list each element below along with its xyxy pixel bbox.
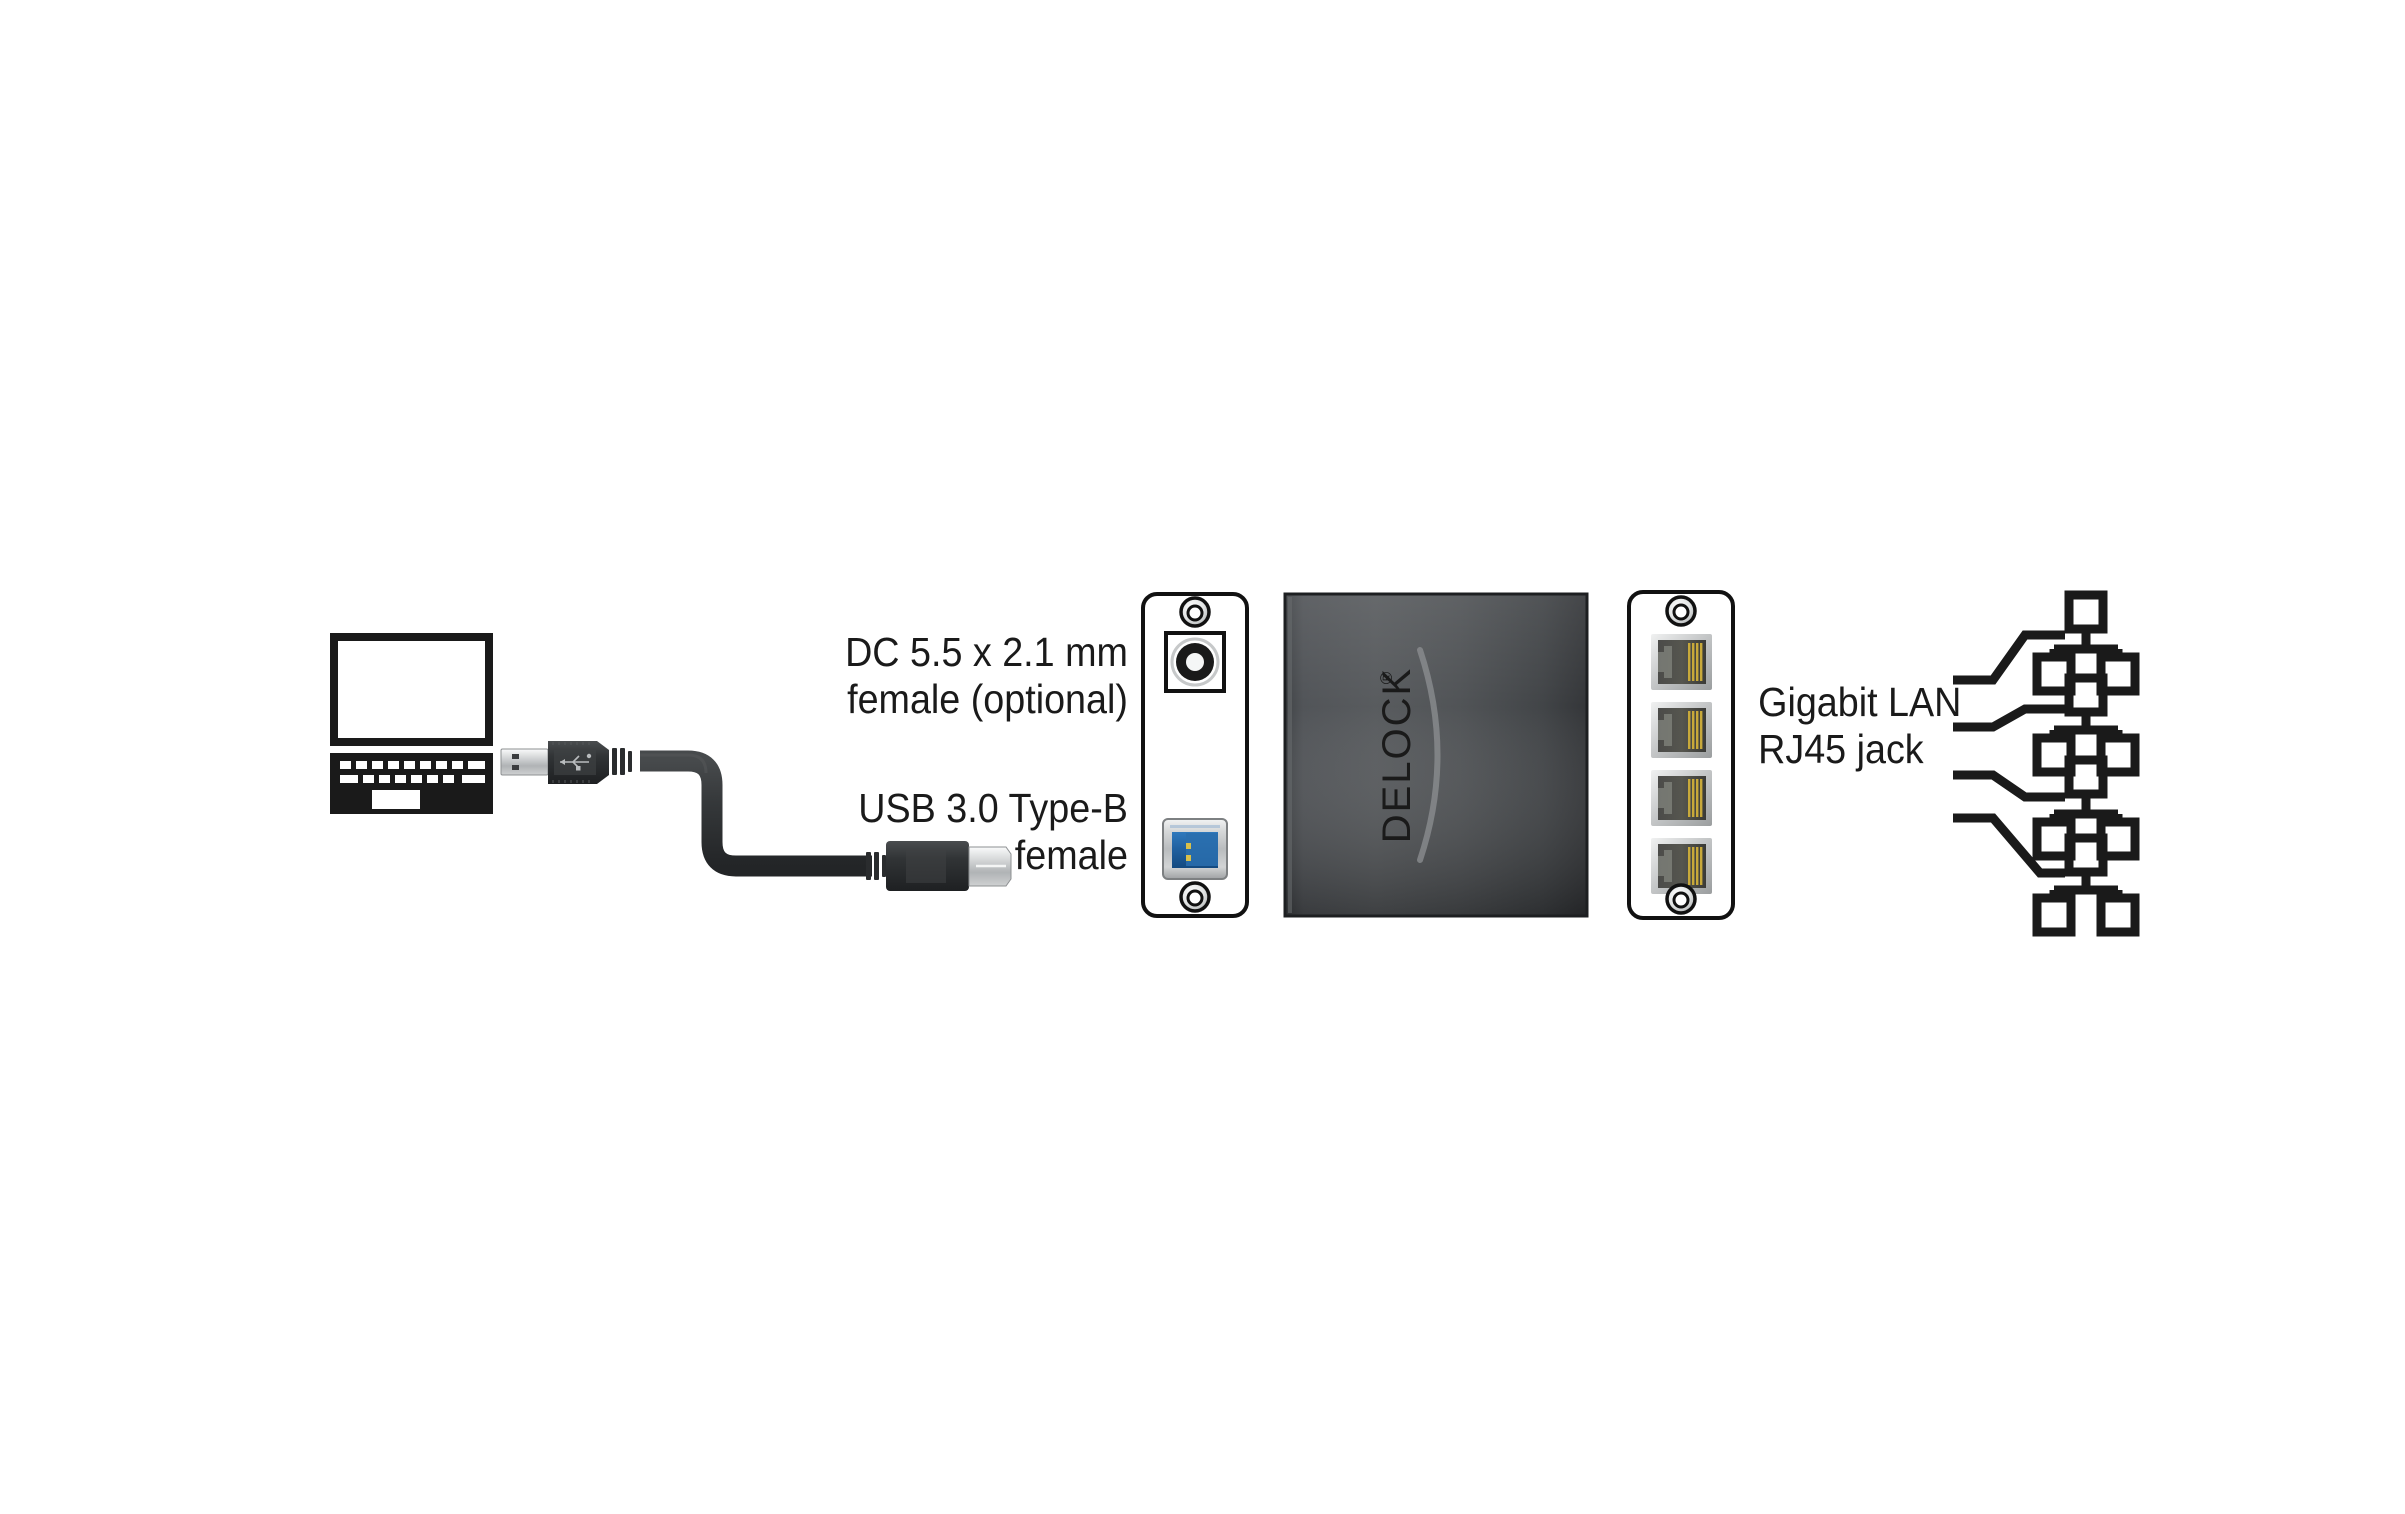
front-panel-screw-bottom bbox=[1179, 881, 1211, 913]
laptop-keyrow-1 bbox=[340, 761, 485, 769]
device-body-left-highlight bbox=[1288, 597, 1292, 913]
rear-panel-screw-top bbox=[1665, 595, 1697, 627]
leader-line-4 bbox=[1953, 813, 2065, 878]
device-front-panel bbox=[1141, 592, 1249, 918]
rj45-contacts-1 bbox=[1688, 643, 1703, 681]
rear-panel-screw-bottom bbox=[1665, 883, 1697, 915]
dc-jack-label-line2: female (optional) bbox=[847, 677, 1128, 723]
leader-line-2 bbox=[1953, 704, 2065, 732]
leader-line-1 bbox=[1953, 630, 2065, 685]
device-body-outline bbox=[1283, 592, 1589, 918]
dc-jack-label: DC 5.5 x 2.1 mm female (optional) bbox=[845, 630, 1128, 723]
usb-b-port-inner bbox=[1186, 833, 1218, 866]
lan-ports-label-line1: Gigabit LAN bbox=[1758, 680, 1961, 726]
dc-jack-port[interactable] bbox=[1164, 631, 1226, 693]
delock-wordmark: DELOCK bbox=[1375, 667, 1419, 844]
usb-3-type-b-female-port[interactable] bbox=[1162, 818, 1228, 880]
network-symbols bbox=[2032, 590, 2140, 937]
usb-port-label: USB 3.0 Type-B female bbox=[858, 786, 1128, 879]
leader-lines bbox=[1953, 630, 2065, 878]
device-rear-panel bbox=[1627, 590, 1735, 920]
front-panel-screw-top bbox=[1179, 596, 1211, 628]
usb-b-strain-relief bbox=[866, 852, 886, 880]
rj45-port-2[interactable] bbox=[1651, 702, 1712, 758]
usb-b-contact-1 bbox=[1186, 843, 1191, 849]
usb-a-metal-shell bbox=[500, 748, 549, 776]
usb-b-logo-plate bbox=[906, 849, 946, 883]
network-symbol-1 bbox=[2032, 590, 2140, 696]
laptop-screen-display bbox=[338, 641, 485, 738]
lan-ports-label: Gigabit LAN RJ45 jack bbox=[1758, 680, 1961, 773]
leader-line-3 bbox=[1953, 770, 2065, 802]
laptop-keyrow-2 bbox=[340, 775, 485, 783]
usb-port-label-line2: female bbox=[1015, 833, 1128, 879]
lan-ports-label-line2: RJ45 jack bbox=[1758, 727, 1924, 773]
network-symbol-2 bbox=[2032, 673, 2140, 777]
cable-highlight bbox=[640, 753, 708, 774]
rj45-port-1[interactable] bbox=[1651, 634, 1712, 690]
delock-logo: DELOCK ® bbox=[1375, 647, 1441, 863]
dc-jack-center-pin bbox=[1186, 653, 1204, 671]
dc-jack-label-line1: DC 5.5 x 2.1 mm bbox=[845, 630, 1128, 676]
usb-b-port-highlight bbox=[1170, 825, 1220, 828]
rj45-contacts-2 bbox=[1688, 711, 1703, 749]
usb-type-a-connector bbox=[500, 741, 632, 784]
usb-b-contact-2 bbox=[1186, 855, 1191, 861]
delock-registered-mark: ® bbox=[1377, 671, 1396, 684]
usb-a-shell-hole-bottom bbox=[512, 765, 519, 770]
laptop-spacebar bbox=[372, 790, 420, 809]
rj45-contacts-3 bbox=[1688, 779, 1703, 817]
rj45-contacts-4 bbox=[1688, 847, 1703, 885]
usb-a-grip-ridges bbox=[552, 742, 590, 783]
usb-a-shell-hole-top bbox=[512, 754, 519, 759]
cable-run bbox=[640, 750, 872, 877]
usb-port-label-line1: USB 3.0 Type-B bbox=[858, 786, 1128, 832]
usb-cable bbox=[640, 750, 872, 877]
usb-a-strain-relief bbox=[612, 748, 632, 775]
rj45-port-3[interactable] bbox=[1651, 770, 1712, 826]
delock-swoosh bbox=[1417, 647, 1441, 863]
usb-type-b-connector bbox=[866, 841, 1012, 891]
usb-trident-icon bbox=[560, 753, 592, 771]
network-symbol-4 bbox=[2032, 833, 2140, 937]
device-body: DELOCK ® bbox=[1283, 592, 1589, 918]
rj45-port-4[interactable] bbox=[1651, 838, 1712, 894]
laptop-icon bbox=[330, 633, 493, 814]
